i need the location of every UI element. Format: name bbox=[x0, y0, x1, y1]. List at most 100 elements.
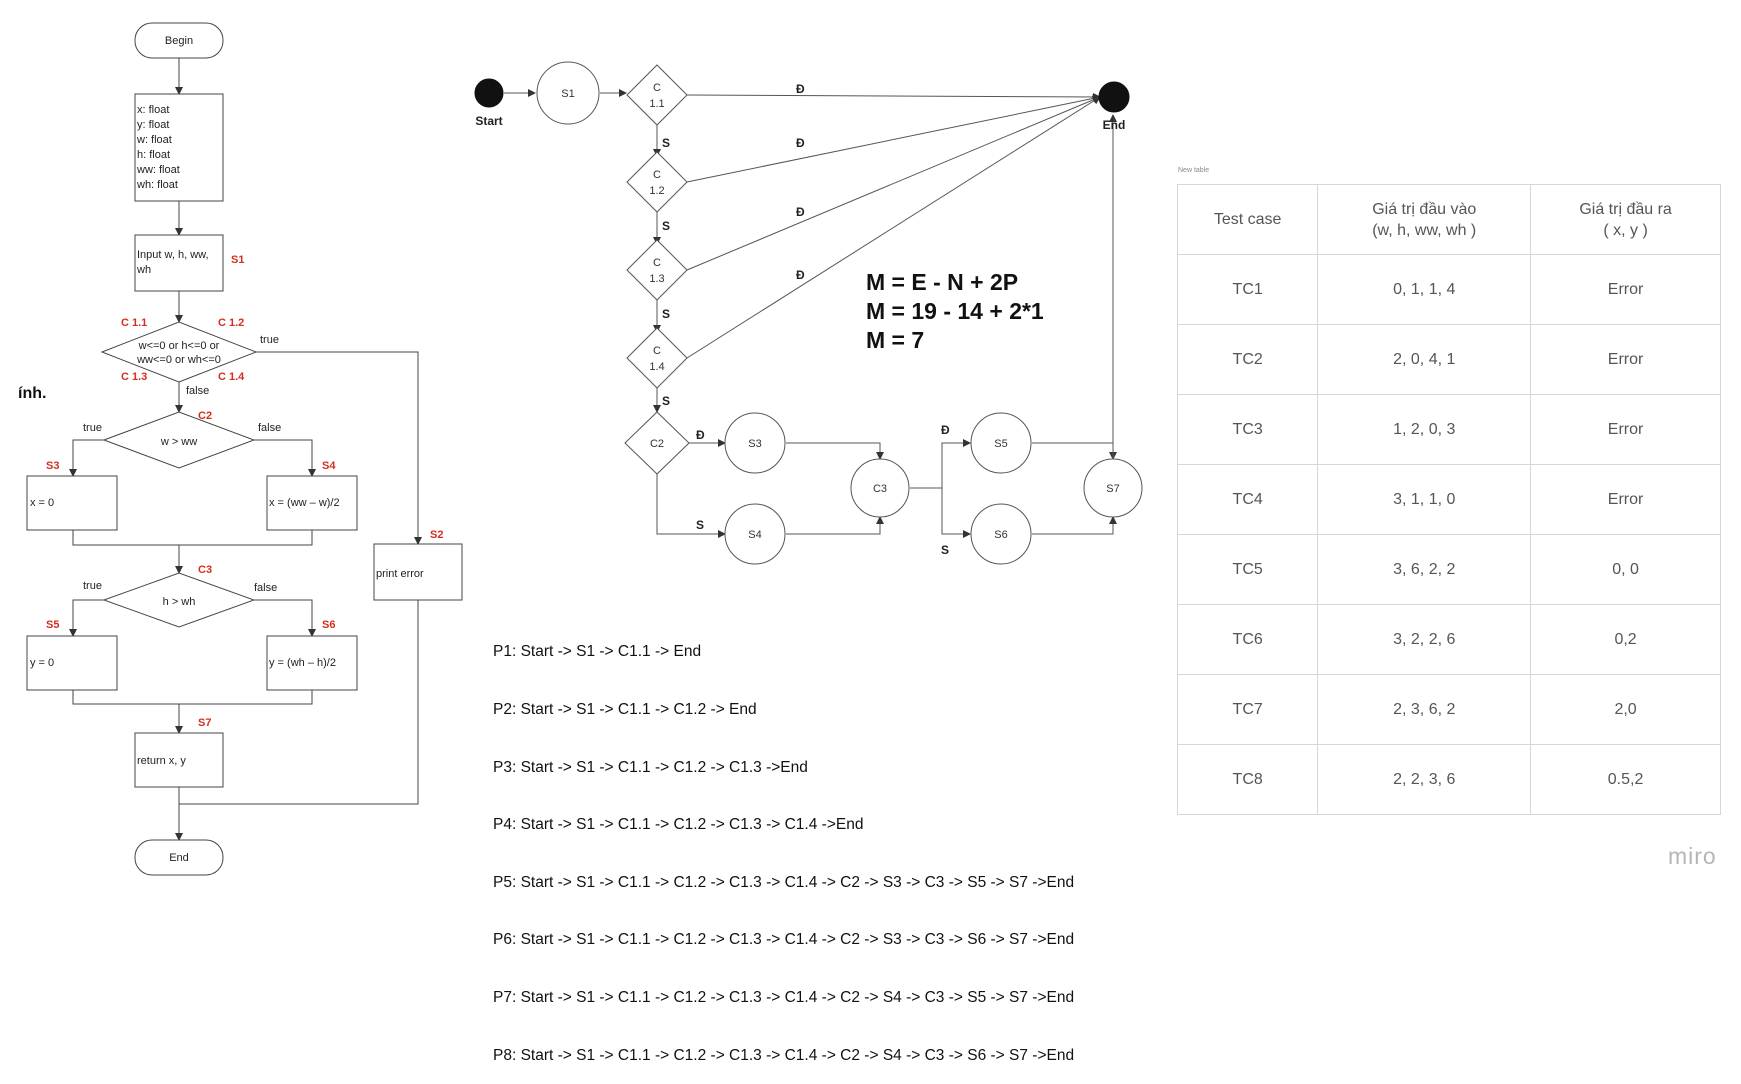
decl-line: w: float bbox=[136, 134, 172, 146]
path-item: P6: Start -> S1 -> C1.1 -> C1.2 -> C1.3 … bbox=[493, 931, 1075, 949]
cfg-labels: Start End S1 C 1.1 C 1.2 C 1.3 C 1.4 C2 … bbox=[475, 82, 1125, 557]
c14-tag: C 1.4 bbox=[218, 371, 245, 383]
table-cell[interactable]: TC1 bbox=[1176, 254, 1319, 325]
input-box bbox=[134, 234, 224, 292]
decl-line: y: float bbox=[137, 119, 169, 131]
table-cell[interactable]: Error bbox=[1530, 324, 1721, 395]
header-line: (w, h, ww, wh ) bbox=[1372, 221, 1477, 239]
table-cell[interactable]: TC2 bbox=[1176, 324, 1319, 395]
c11-node bbox=[626, 64, 688, 126]
edge-false-label: S bbox=[662, 307, 670, 321]
flowchart-labels: Begin x: float y: float w: float h: floa… bbox=[30, 35, 443, 864]
end-node bbox=[1098, 81, 1130, 113]
table-cell[interactable]: 2, 2, 3, 6 bbox=[1317, 744, 1532, 815]
cyclomatic-line: M = E - N + 2P bbox=[866, 269, 1019, 295]
c12-node bbox=[626, 151, 688, 213]
declarations-box bbox=[134, 93, 224, 202]
s3-tag: S3 bbox=[46, 460, 59, 472]
c12-node-label: 1.2 bbox=[649, 185, 664, 197]
end-label: End bbox=[169, 852, 189, 864]
decl-line: h: float bbox=[137, 149, 170, 161]
edge-false-label: S bbox=[662, 136, 670, 150]
table-cell[interactable]: Error bbox=[1530, 254, 1721, 325]
cond1-line: ww<=0 or wh<=0 bbox=[136, 354, 221, 366]
s7-text: return x, y bbox=[137, 755, 186, 767]
table-cell[interactable]: 3, 6, 2, 2 bbox=[1317, 534, 1532, 605]
s4-text: x = (ww – w)/2 bbox=[269, 497, 340, 509]
table-cell[interactable]: TC8 bbox=[1176, 744, 1319, 815]
c3-node bbox=[850, 458, 910, 518]
s3-box bbox=[26, 475, 118, 531]
path-item: P5: Start -> S1 -> C1.1 -> C1.2 -> C1.3 … bbox=[493, 873, 1075, 891]
cond1-true: true bbox=[260, 334, 279, 346]
c13-node-label: 1.3 bbox=[649, 273, 664, 285]
s4-tag: S4 bbox=[322, 460, 336, 472]
table-cell[interactable]: Error bbox=[1530, 394, 1721, 465]
table-cell[interactable]: Error bbox=[1530, 464, 1721, 535]
s5-node-label: S5 bbox=[994, 438, 1007, 450]
table-cell[interactable]: 2,0 bbox=[1530, 674, 1721, 745]
c3-tag: C3 bbox=[198, 564, 212, 576]
table-cell[interactable]: 3, 2, 2, 6 bbox=[1317, 604, 1532, 675]
table-cell[interactable]: 1, 2, 0, 3 bbox=[1317, 394, 1532, 465]
table-cell[interactable]: 2, 3, 6, 2 bbox=[1317, 674, 1532, 745]
start-label: Start bbox=[475, 114, 502, 128]
edge-false-label: S bbox=[696, 518, 704, 532]
table-cell[interactable]: TC7 bbox=[1176, 674, 1319, 745]
s2-text: print error bbox=[376, 568, 424, 580]
path-item: P7: Start -> S1 -> C1.1 -> C1.2 -> C1.3 … bbox=[493, 989, 1075, 1007]
cyclomatic-line: M = 19 - 14 + 2*1 bbox=[866, 298, 1044, 324]
header-test-case[interactable]: Test case bbox=[1176, 184, 1319, 255]
table-cell[interactable]: TC6 bbox=[1176, 604, 1319, 675]
header-output[interactable]: Giá trị đầu ra( x, y ) bbox=[1530, 184, 1721, 255]
path-item: P2: Start -> S1 -> C1.1 -> C1.2 -> End bbox=[493, 701, 757, 719]
c12-tag: C 1.2 bbox=[218, 317, 244, 329]
header-input[interactable]: Giá trị đầu vào(w, h, ww, wh ) bbox=[1317, 184, 1532, 255]
s1-tag: S1 bbox=[231, 254, 244, 266]
table-header-row: Test case Giá trị đầu vào(w, h, ww, wh )… bbox=[1176, 184, 1721, 255]
s5-node bbox=[970, 412, 1032, 474]
s7-node bbox=[1083, 458, 1143, 518]
c2-node-label: C2 bbox=[650, 438, 664, 450]
c2-node bbox=[624, 411, 690, 475]
c11-tag: C 1.1 bbox=[121, 317, 147, 329]
edge-true-label: Đ bbox=[796, 82, 805, 96]
table-cell[interactable]: 0.5,2 bbox=[1530, 744, 1721, 815]
path-item: P1: Start -> S1 -> C1.1 -> End bbox=[493, 643, 702, 661]
c13-node bbox=[626, 239, 688, 301]
edge-false-label: S bbox=[941, 543, 949, 557]
table-cell[interactable]: 0,2 bbox=[1530, 604, 1721, 675]
cond1-false: false bbox=[186, 385, 209, 397]
c14-node-label: C bbox=[653, 345, 661, 357]
end-label-cfg: End bbox=[1103, 118, 1126, 132]
edge-true-label: Đ bbox=[696, 428, 705, 442]
decl-line: ww: float bbox=[136, 164, 180, 176]
cond3-false: false bbox=[254, 582, 277, 594]
table-cell[interactable]: TC5 bbox=[1176, 534, 1319, 605]
table-cell[interactable]: 0, 1, 1, 4 bbox=[1317, 254, 1532, 325]
s6-tag: S6 bbox=[322, 619, 335, 631]
edge-true-label: Đ bbox=[941, 423, 950, 437]
start-node bbox=[474, 78, 504, 108]
s7-node-label: S7 bbox=[1106, 483, 1119, 495]
test-case-table[interactable]: Test case Giá trị đầu vào(w, h, ww, wh )… bbox=[1176, 184, 1721, 815]
c2-tag: C2 bbox=[198, 410, 212, 422]
path-item: P4: Start -> S1 -> C1.1 -> C1.2 -> C1.3 … bbox=[493, 816, 864, 834]
cond1-line: w<=0 or h<=0 or bbox=[138, 340, 220, 352]
table-cell[interactable]: 2, 0, 4, 1 bbox=[1317, 324, 1532, 395]
s3-text: x = 0 bbox=[30, 497, 54, 509]
cyclomatic-line: M = 7 bbox=[866, 327, 925, 353]
diagram-canvas: Begin x: float y: float w: float h: floa… bbox=[26, 22, 1143, 876]
table-cell[interactable]: TC3 bbox=[1176, 394, 1319, 465]
table-cell[interactable]: TC4 bbox=[1176, 464, 1319, 535]
c3-node-label: C3 bbox=[873, 483, 887, 495]
begin-label: Begin bbox=[165, 35, 193, 47]
table-cell[interactable]: 0, 0 bbox=[1530, 534, 1721, 605]
s3-node bbox=[724, 412, 786, 474]
table-cell[interactable]: 3, 1, 1, 0 bbox=[1317, 464, 1532, 535]
cond2-false: false bbox=[258, 422, 281, 434]
